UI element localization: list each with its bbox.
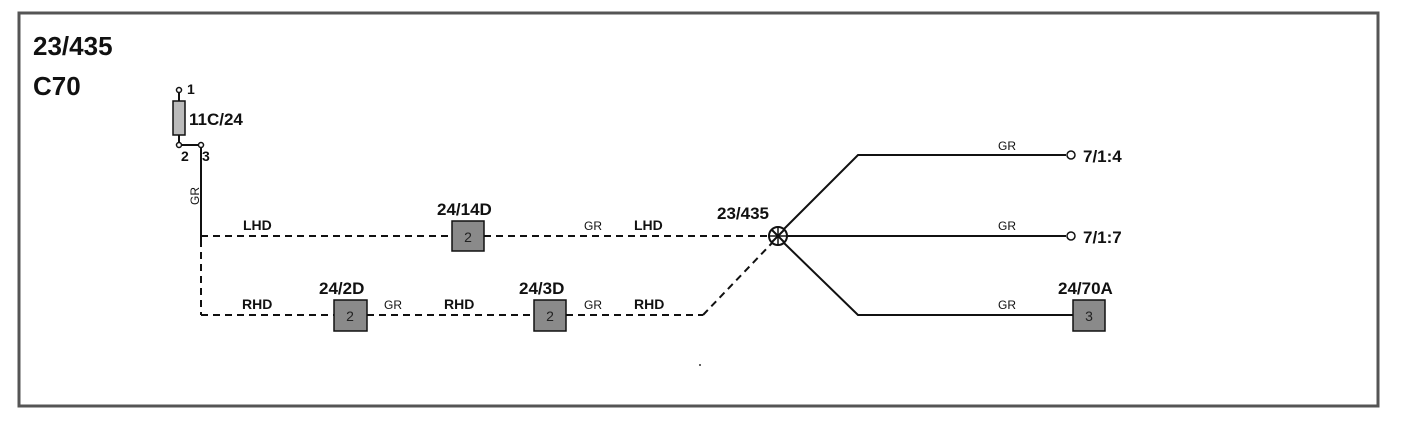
rhd-wire-color-1: GR <box>384 298 402 312</box>
splice-label: 23/435 <box>717 204 769 223</box>
branch-wire-1 <box>783 154 1066 230</box>
diagram-frame <box>17 11 1380 408</box>
connector-24-14d <box>451 220 485 252</box>
lhd-label-1: LHD <box>243 217 272 233</box>
lhd-wire-color: GR <box>584 219 602 233</box>
rhd-wire-color-2: GR <box>584 298 602 312</box>
terminal-1-icon <box>1066 150 1076 160</box>
fuse-pin-2-terminal <box>175 141 183 149</box>
fuse-pin-3-terminal <box>197 141 205 149</box>
connector-24-3d-pin: 2 <box>546 308 554 324</box>
fuse-body <box>172 100 186 136</box>
fuse-pin-3-label: 3 <box>202 148 210 164</box>
fuse-pin-1-label: 1 <box>187 81 195 97</box>
connector-24-2d-pin: 2 <box>346 308 354 324</box>
fuse-pin-2-label: 2 <box>181 148 189 164</box>
fuse-id-label: 11C/24 <box>189 110 243 129</box>
connector-24-70a <box>1072 299 1106 332</box>
connector-24-70a-pin: 3 <box>1085 308 1093 324</box>
connector-24-3d <box>533 299 567 332</box>
connector-24-14d-label: 24/14D <box>437 200 492 219</box>
connector-24-2d-label: 24/2D <box>319 279 364 298</box>
rhd-label-3: RHD <box>634 296 664 312</box>
lhd-label-2: LHD <box>634 217 663 233</box>
rhd-label-2: RHD <box>444 296 474 312</box>
connector-24-2d <box>333 299 368 332</box>
connector-24-14d-pin: 2 <box>464 229 472 245</box>
branch-1-wire-color: GR <box>998 139 1016 153</box>
branch-3-wire-color: GR <box>998 298 1016 312</box>
model-label: C70 <box>33 71 81 101</box>
rhd-label-1: RHD <box>242 296 272 312</box>
rhd-wire-d <box>702 242 773 316</box>
terminal-1-label: 7/1:4 <box>1083 147 1122 166</box>
terminal-2-icon <box>1066 231 1076 241</box>
terminal-2-label: 7/1:7 <box>1083 228 1122 247</box>
branch-2-wire-color: GR <box>998 219 1016 233</box>
scan-speck <box>699 364 701 366</box>
fuse-pin-1-terminal <box>175 86 183 94</box>
fuse <box>172 86 205 149</box>
connector-24-70a-label: 24/70A <box>1058 279 1113 298</box>
connector-24-3d-label: 24/3D <box>519 279 564 298</box>
feed-wire-color: GR <box>188 187 202 205</box>
splice-23-435 <box>768 226 788 246</box>
diagram-title: 23/435 <box>33 31 113 61</box>
branch-wire-3 <box>783 242 1073 316</box>
